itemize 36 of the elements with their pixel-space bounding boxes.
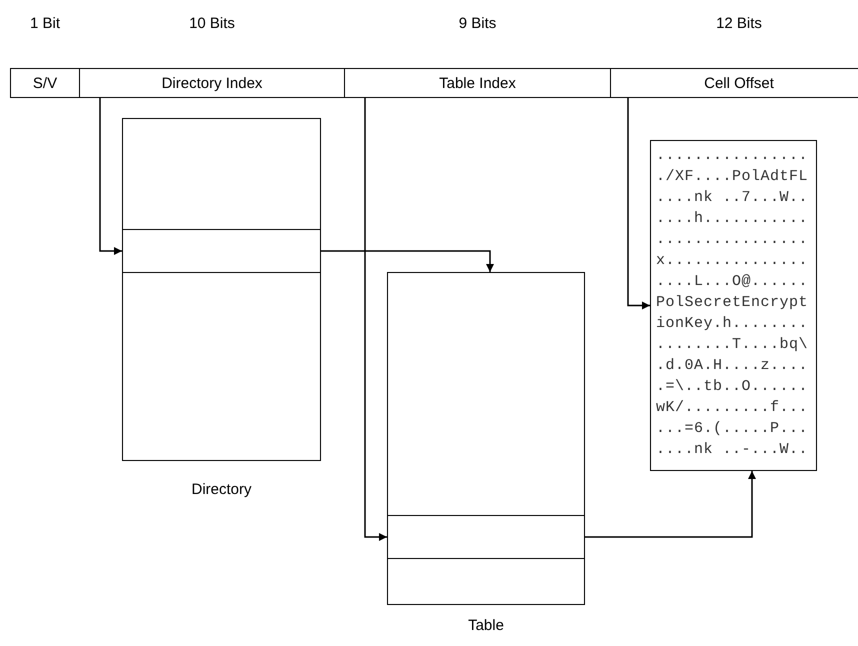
hex-dump-line: ........T....bq\ <box>656 335 808 355</box>
bit-width-label: 12 Bits <box>716 15 762 32</box>
structure-caption: Table <box>468 617 504 634</box>
bit-width-label: 1 Bit <box>30 15 60 32</box>
hex-dump-line: ....L...O@...... <box>656 272 808 292</box>
hex-dump-line: wK/.........f... <box>656 398 808 418</box>
field-name: Directory Index <box>162 74 262 92</box>
hex-dump-line: PolSecretEncrypt <box>656 293 808 313</box>
hex-dump-line: ....h........... <box>656 209 808 229</box>
directory-entry <box>122 229 321 273</box>
field-cell <box>79 68 345 98</box>
hex-dump-line: ionKey.h........ <box>656 314 808 334</box>
field-cell <box>610 68 858 98</box>
bit-width-label: 9 Bits <box>458 15 496 32</box>
arrow <box>627 98 650 310</box>
arrow <box>321 250 494 272</box>
hex-dump-line: .d.0A.H....z.... <box>656 356 808 376</box>
hex-dump-line: x............... <box>656 251 808 271</box>
hex-dump-line: ....nk ..7...W.. <box>656 188 808 208</box>
hex-dump-line: ................ <box>656 146 808 166</box>
hex-dump-line: ...=6.(.....P... <box>656 419 808 439</box>
hex-dump-line: ./XF....PolAdtFL <box>656 167 808 187</box>
hex-dump-line: .=\..tb..O...... <box>656 377 808 397</box>
hex-dump-line: ................ <box>656 230 808 250</box>
arrow <box>585 471 756 538</box>
bit-width-label: 10 Bits <box>189 15 235 32</box>
structure-caption: Directory <box>192 481 252 498</box>
arrow <box>99 98 122 255</box>
field-name: S/V <box>32 74 58 92</box>
memory-cell-box <box>650 140 817 471</box>
field-name: Cell Offset <box>704 74 774 92</box>
field-cell <box>10 68 80 98</box>
field-cell <box>344 68 611 98</box>
hex-dump-line: ....nk ..-...W.. <box>656 440 808 460</box>
arrow <box>364 98 387 541</box>
field-name: Table Index <box>439 74 516 92</box>
